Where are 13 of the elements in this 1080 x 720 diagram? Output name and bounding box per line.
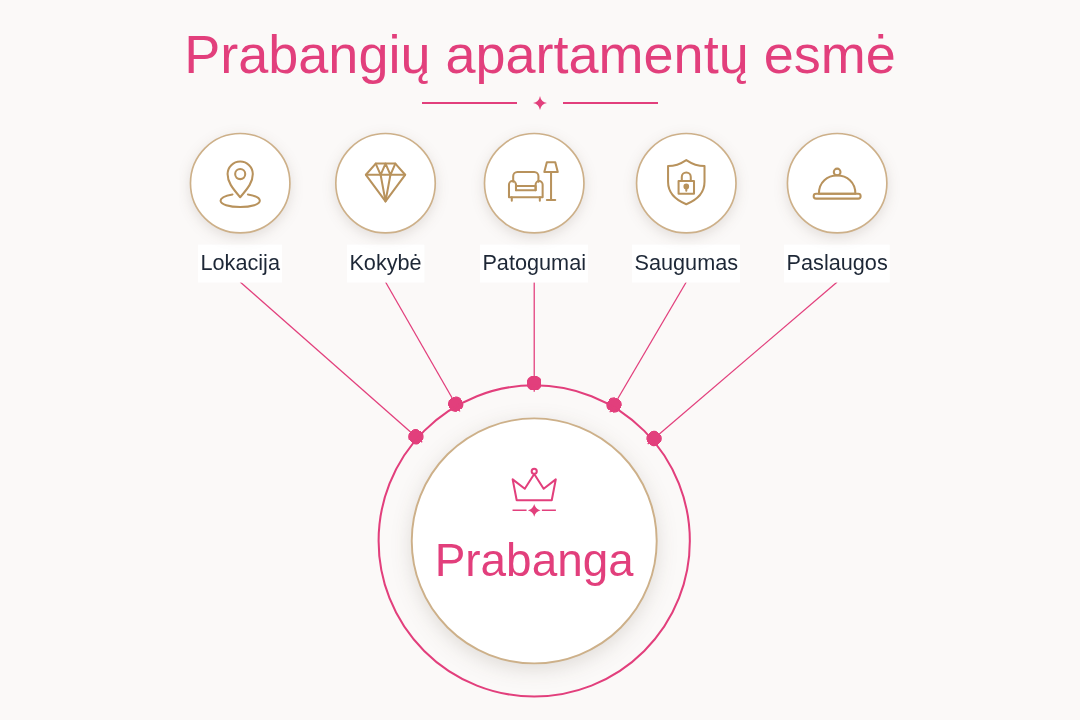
node-label: Patogumai	[482, 250, 587, 275]
title: Prabangių apartamentų esmė	[184, 23, 896, 86]
node-label: Lokacija	[200, 250, 281, 275]
node-label: Saugumas	[634, 250, 739, 275]
node-circle: Prabanga	[411, 417, 658, 665]
cluster	[377, 384, 692, 698]
node-label: Paslaugos	[786, 250, 888, 275]
connector	[606, 281, 688, 413]
connector	[239, 281, 424, 445]
connector	[526, 281, 543, 393]
node-label: Kokybė	[349, 250, 422, 275]
connector	[385, 281, 464, 413]
connector	[646, 281, 839, 447]
